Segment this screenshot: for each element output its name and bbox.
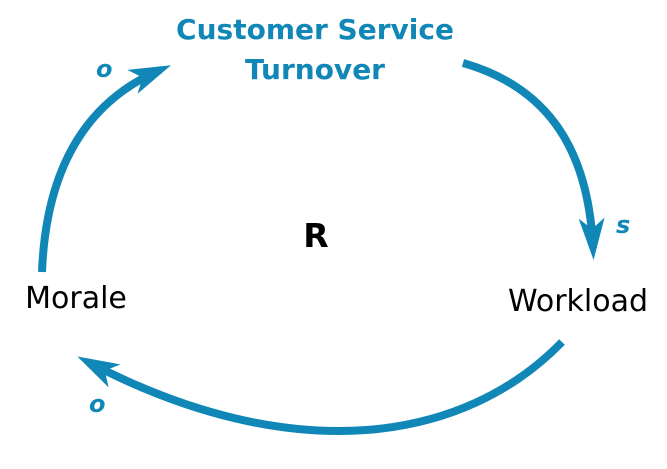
node-morale: Morale [25, 281, 127, 316]
arrow-morale-to-turnover [38, 65, 172, 273]
polarity-label-workload-to-morale: o [89, 390, 106, 418]
node-customer-service-turnover-line2: Turnover [245, 53, 385, 86]
node-customer-service-turnover-line1: Customer Service [176, 13, 454, 46]
node-customer-service-turnover: Customer Service Turnover [140, 10, 490, 90]
polarity-label-morale-to-turnover: o [96, 55, 113, 83]
arrow-workload-to-morale [77, 339, 565, 435]
loop-label-reinforcing: R [303, 216, 329, 255]
arrow-turnover-to-workload [461, 59, 605, 260]
node-workload: Workload [507, 284, 649, 319]
polarity-label-turnover-to-workload: s [616, 211, 631, 239]
